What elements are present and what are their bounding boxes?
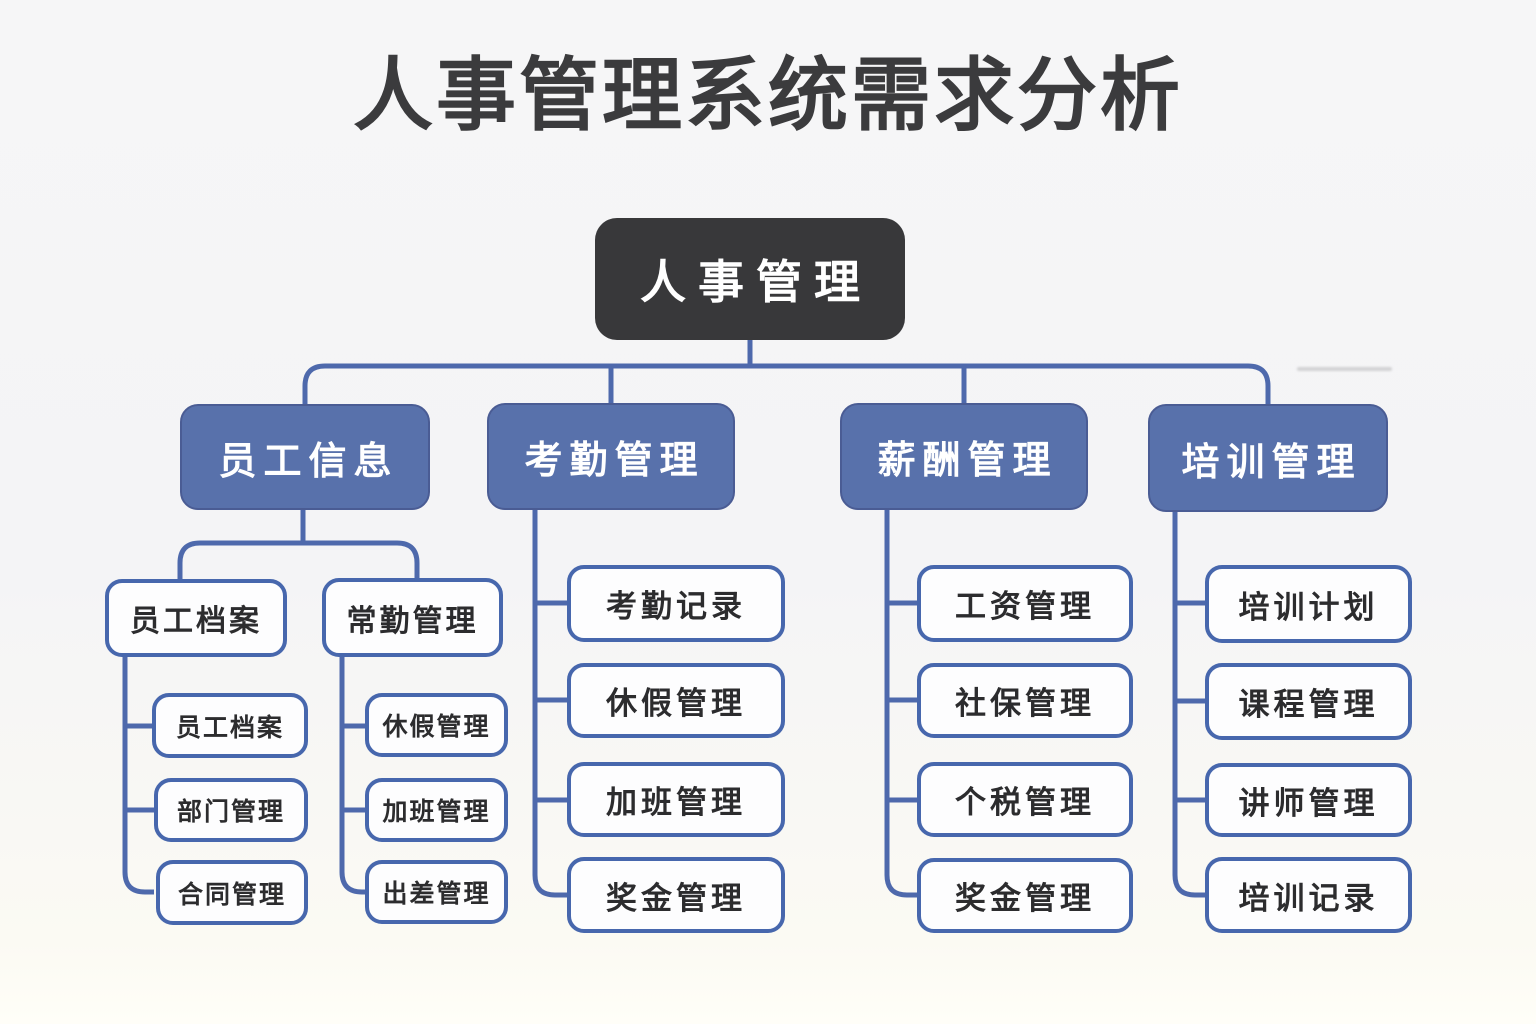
node-contract-management: 合同管理 — [156, 860, 308, 925]
node-course-management: 课程管理 — [1205, 663, 1412, 740]
node-label: 休假管理 — [606, 686, 746, 721]
node-label: 合同管理 — [177, 880, 286, 909]
node-overtime-management-a: 加班管理 — [365, 778, 508, 842]
node-training-plan: 培训计划 — [1205, 565, 1412, 643]
node-attendance-record: 考勤记录 — [567, 565, 785, 642]
node-label: 考勤管理 — [524, 440, 705, 482]
node-label: 培训计划 — [1238, 589, 1379, 625]
node-label: 课程管理 — [1238, 687, 1379, 722]
connector-duty-chain — [339, 655, 367, 895]
node-lecturer-management: 讲师管理 — [1205, 763, 1412, 837]
node-label: 薪酬管理 — [877, 440, 1058, 482]
node-personnel-management-root: 人事管理 — [595, 218, 905, 340]
node-label: 休假管理 — [382, 713, 491, 741]
node-label: 出差管理 — [382, 880, 491, 908]
node-label: 加班管理 — [382, 798, 491, 826]
node-leave-management-b: 休假管理 — [567, 663, 785, 738]
node-income-tax-management: 个税管理 — [917, 762, 1133, 837]
node-employee-archive-leaf: 员工档案 — [152, 693, 308, 758]
node-attendance-management: 考勤管理 — [487, 403, 735, 510]
connector-training-chain — [1172, 510, 1207, 898]
node-label: 员工信息 — [218, 440, 399, 483]
node-label: 工资管理 — [955, 589, 1095, 624]
node-employee-archive-group: 员工档案 — [105, 579, 287, 657]
node-label: 加班管理 — [606, 785, 746, 820]
connector-archive-chain — [122, 655, 154, 895]
node-wage-management: 工资管理 — [917, 565, 1133, 642]
node-label: 员工档案 — [175, 713, 284, 742]
node-employee-info: 员工信息 — [180, 404, 430, 510]
node-social-security-management: 社保管理 — [917, 663, 1133, 738]
render-artifact-line — [1297, 367, 1392, 371]
node-label: 考勤记录 — [606, 589, 746, 624]
connector-salary-chain — [884, 508, 919, 898]
node-bonus-management-b: 奖金管理 — [917, 858, 1133, 933]
node-regular-duty-group: 常勤管理 — [322, 578, 503, 657]
node-label: 培训记录 — [1238, 880, 1379, 916]
node-training-management: 培训管理 — [1148, 404, 1388, 512]
node-label: 社保管理 — [955, 686, 1095, 721]
node-label: 奖金管理 — [955, 881, 1095, 916]
connector-level2-bus — [302, 363, 1271, 406]
node-label: 讲师管理 — [1238, 785, 1379, 821]
node-overtime-management-b: 加班管理 — [567, 762, 785, 837]
node-label: 奖金管理 — [606, 880, 746, 916]
page-title: 人事管理系统需求分析 — [353, 51, 1183, 140]
node-label: 员工档案 — [130, 605, 262, 638]
node-department-management: 部门管理 — [154, 778, 308, 842]
node-training-record: 培训记录 — [1205, 857, 1412, 933]
node-salary-management: 薪酬管理 — [840, 403, 1088, 510]
node-label: 人事管理 — [640, 256, 872, 308]
node-label: 培训管理 — [1181, 441, 1362, 484]
connector-empinfo-bus — [177, 540, 420, 580]
node-bonus-management-a: 奖金管理 — [567, 857, 785, 933]
connector-attendance-chain — [532, 508, 569, 898]
node-label: 个税管理 — [955, 785, 1095, 820]
node-business-trip-management: 出差管理 — [365, 860, 508, 924]
node-leave-management-a: 休假管理 — [365, 693, 508, 757]
node-label: 部门管理 — [176, 798, 285, 826]
node-label: 常勤管理 — [346, 604, 479, 638]
